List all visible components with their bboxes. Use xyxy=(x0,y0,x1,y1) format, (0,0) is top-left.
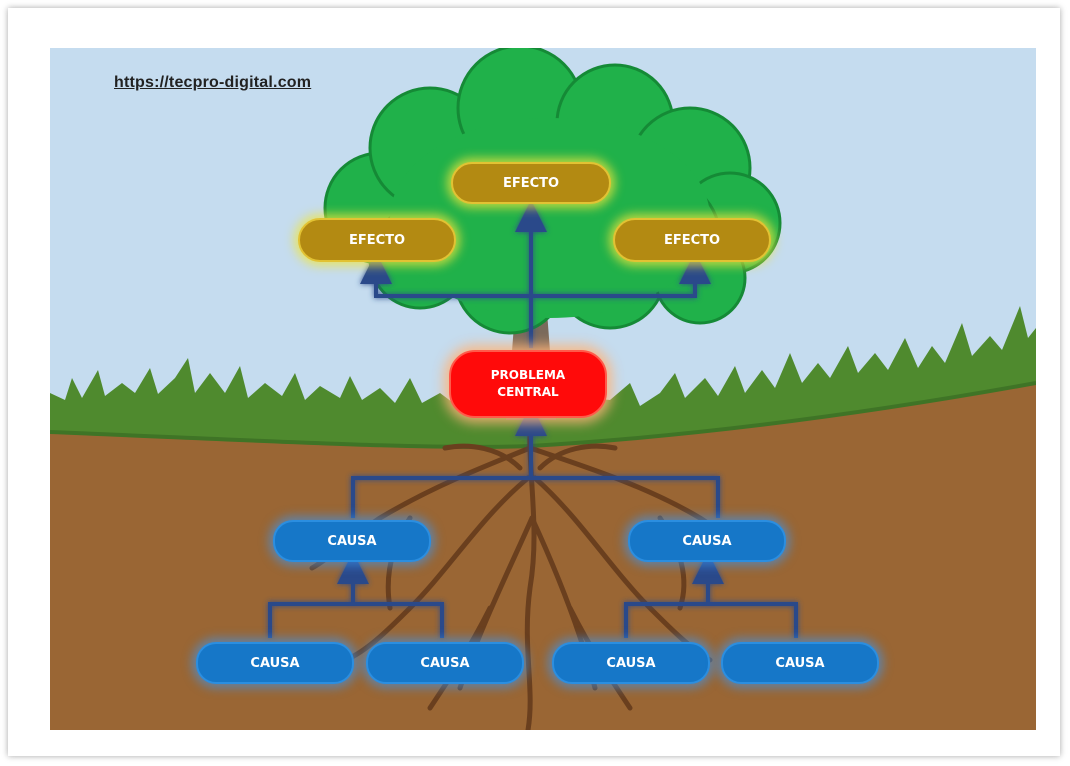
subcause-box-2: CAUSA xyxy=(366,642,524,684)
central-problem-box: PROBLEMA CENTRAL xyxy=(449,350,607,418)
grass xyxy=(50,306,1036,447)
subcause-box-4: CAUSA xyxy=(721,642,879,684)
cause-box-left: CAUSA xyxy=(273,520,431,562)
subcause-box-3: CAUSA xyxy=(552,642,710,684)
website-link[interactable]: https://tecpro-digital.com xyxy=(114,74,312,91)
subcause-box-1: CAUSA xyxy=(196,642,354,684)
central-problem-line1: PROBLEMA xyxy=(490,368,566,382)
cause-box-right: CAUSA xyxy=(628,520,786,562)
effect-box-right: EFECTO xyxy=(613,218,771,262)
cause-connectors xyxy=(268,404,798,638)
effect-box-top: EFECTO xyxy=(451,162,611,204)
effect-connectors xyxy=(360,200,711,348)
effect-box-left: EFECTO xyxy=(298,218,456,262)
central-problem-line2: CENTRAL xyxy=(497,385,559,399)
